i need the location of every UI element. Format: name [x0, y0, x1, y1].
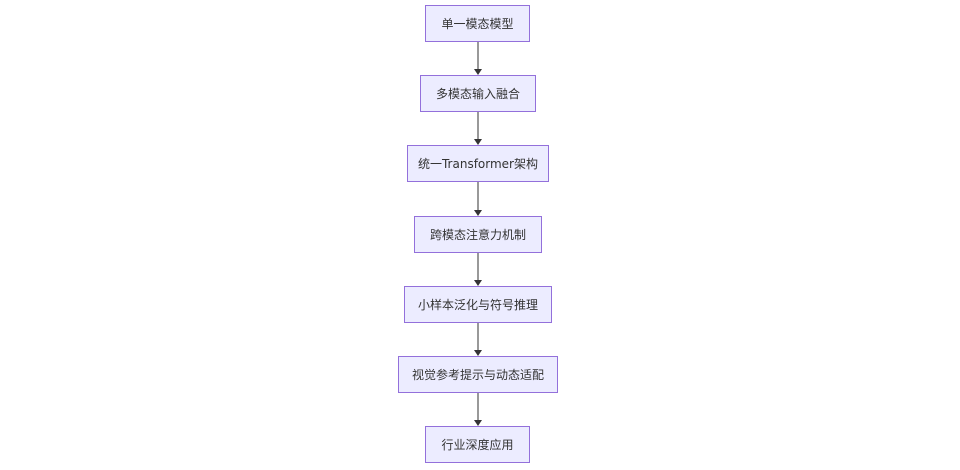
- arrowhead-icon: [474, 69, 482, 75]
- edge-arrow: [474, 253, 482, 286]
- arrowhead-icon: [474, 139, 482, 145]
- node-label: 统一Transformer架构: [417, 157, 538, 171]
- arrowhead-icon: [474, 210, 482, 216]
- node-visual-prompt-dynamic-adaptation[interactable]: 视觉参考提示与动态适配: [398, 356, 558, 393]
- edge-arrow: [474, 112, 482, 145]
- node-cross-modal-attention[interactable]: 跨模态注意力机制: [414, 216, 542, 253]
- edge-arrow: [474, 182, 482, 216]
- edge-arrow: [474, 323, 482, 356]
- node-industry-application[interactable]: 行业深度应用: [425, 426, 530, 463]
- node-label: 单一模态模型: [441, 17, 514, 31]
- node-unified-transformer[interactable]: 统一Transformer架构: [407, 145, 549, 182]
- edge-arrow: [474, 393, 482, 426]
- arrowhead-icon: [474, 350, 482, 356]
- arrowhead-icon: [474, 420, 482, 426]
- arrowhead-icon: [474, 280, 482, 286]
- edge-arrow: [474, 42, 482, 75]
- node-single-modal-model[interactable]: 单一模态模型: [425, 5, 530, 42]
- node-label: 小样本泛化与符号推理: [417, 298, 538, 312]
- node-multimodal-input-fusion[interactable]: 多模态输入融合: [420, 75, 536, 112]
- node-few-shot-symbolic-reasoning[interactable]: 小样本泛化与符号推理: [404, 286, 552, 323]
- node-label: 跨模态注意力机制: [429, 228, 526, 242]
- node-label: 多模态输入融合: [435, 87, 520, 101]
- node-label: 视觉参考提示与动态适配: [411, 368, 544, 382]
- node-label: 行业深度应用: [441, 438, 514, 452]
